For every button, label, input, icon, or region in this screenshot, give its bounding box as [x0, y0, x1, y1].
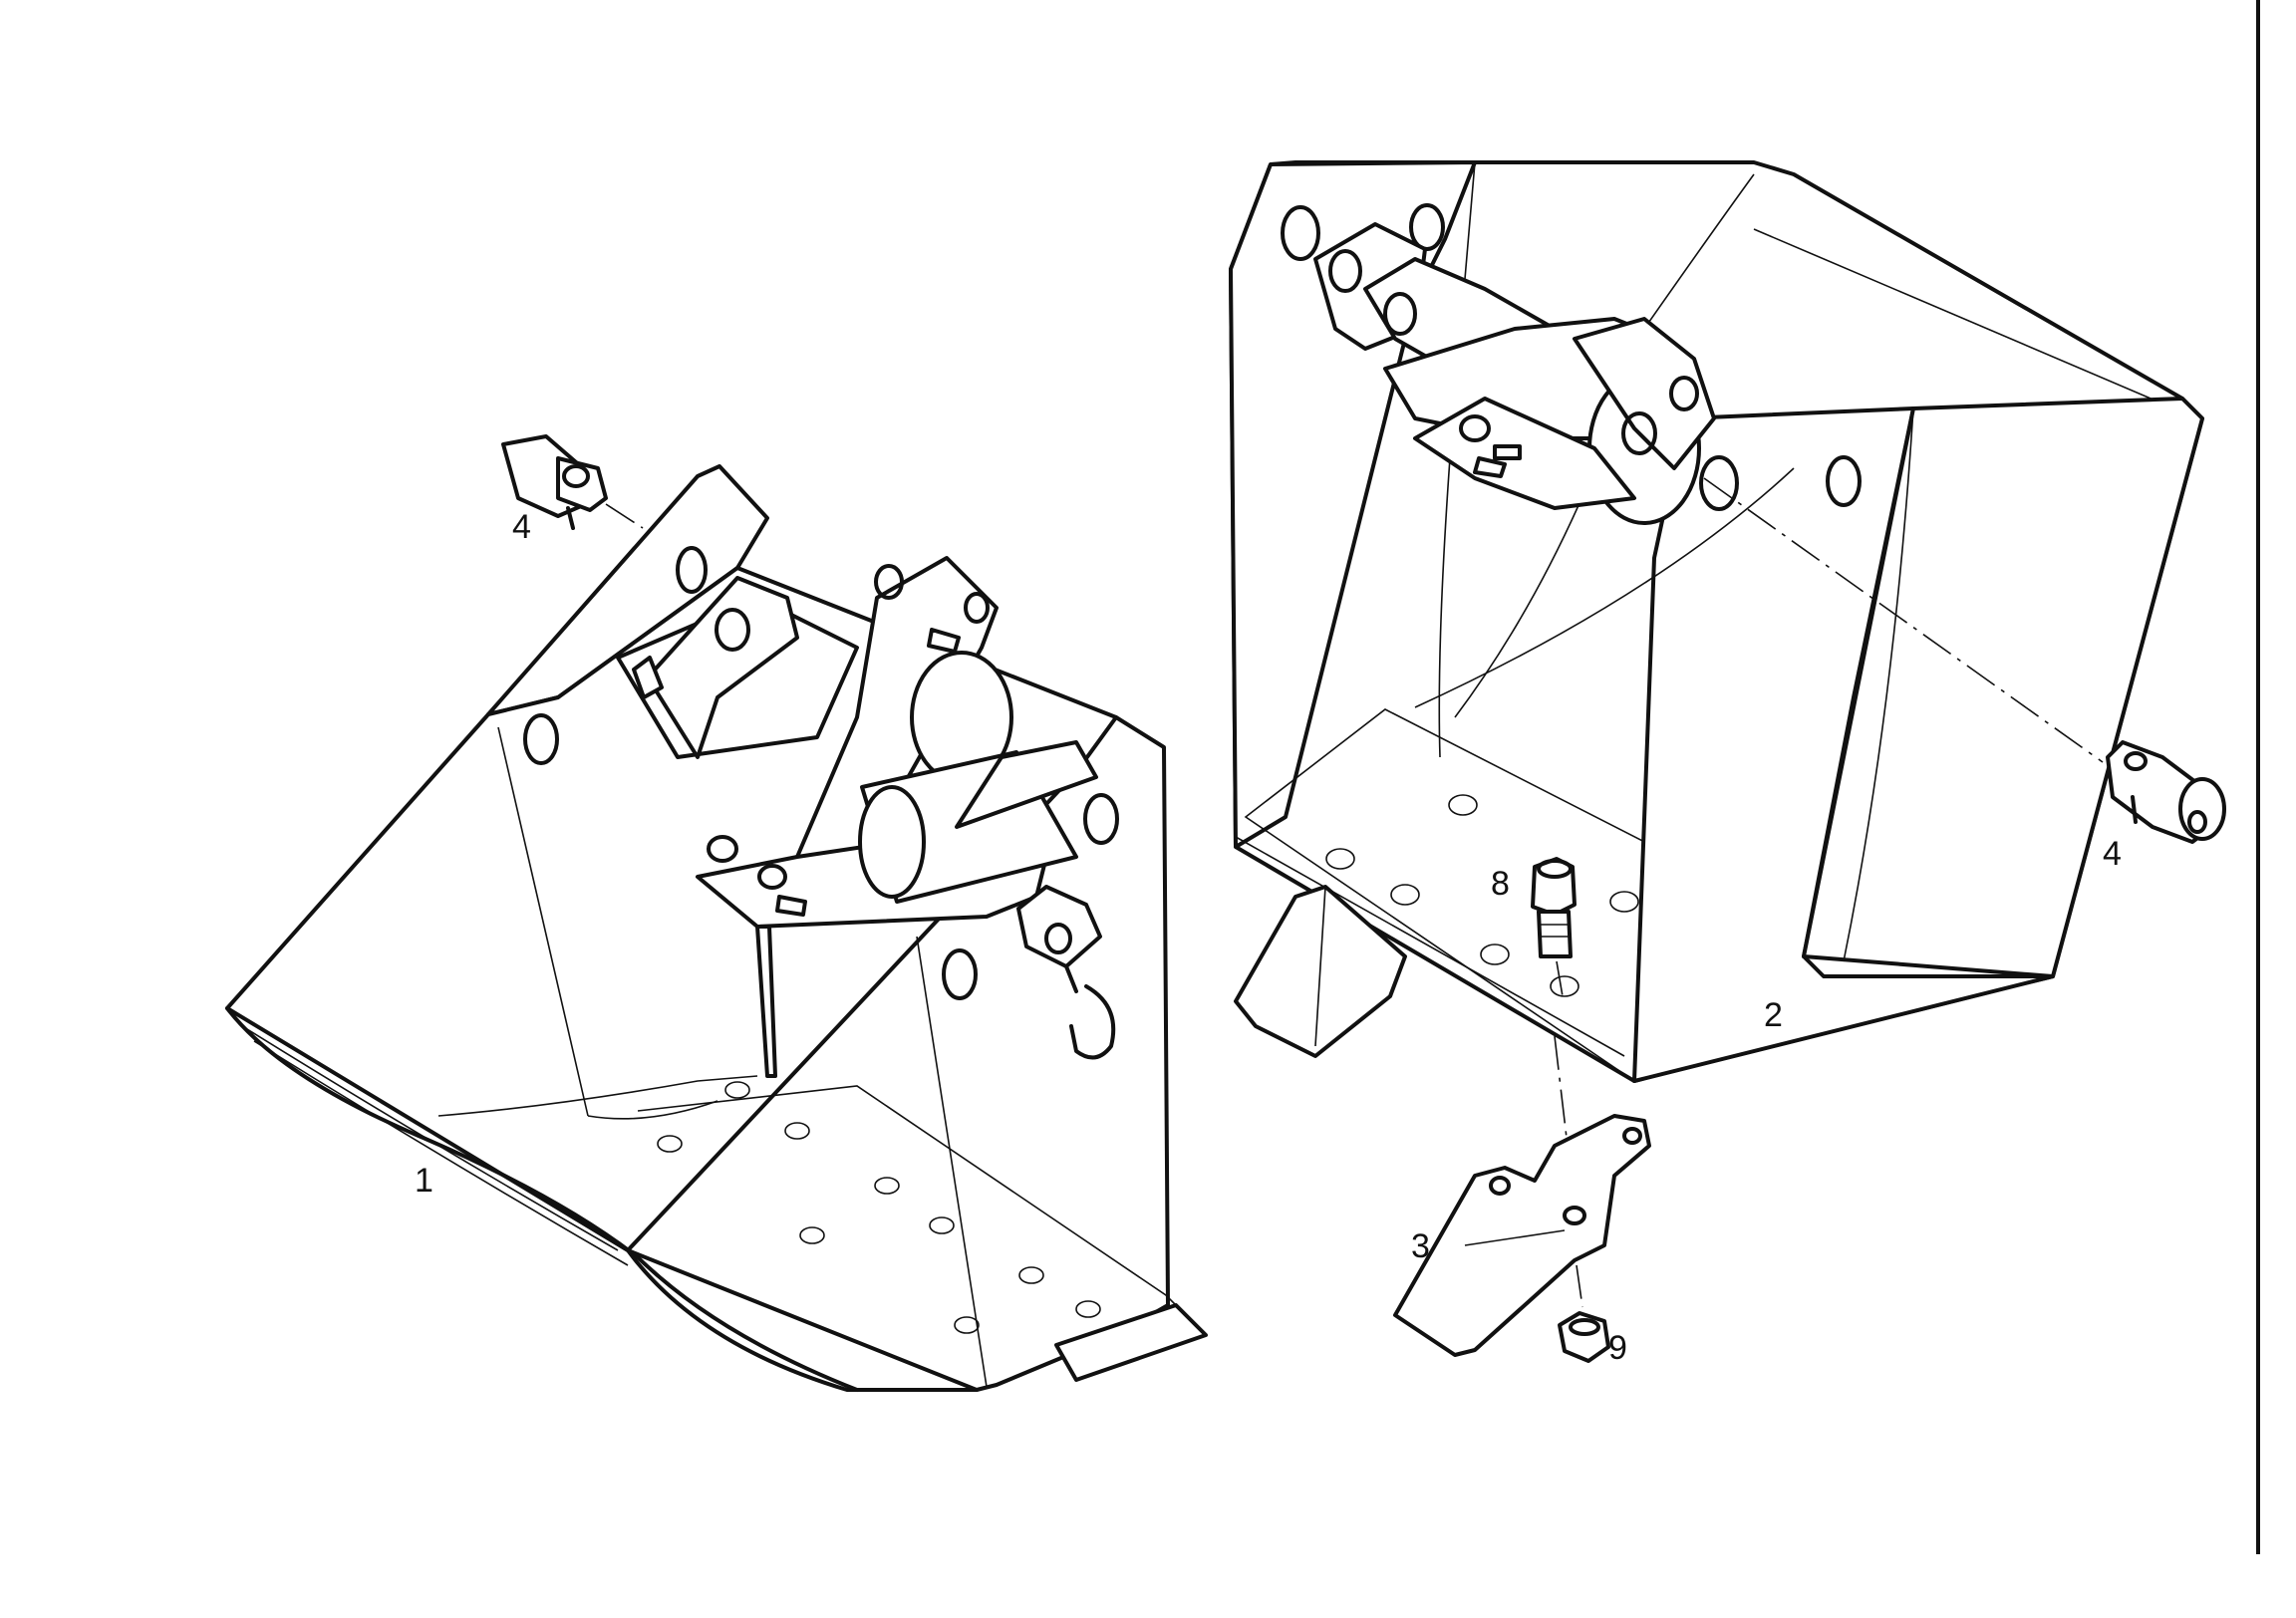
bucket-1-pin-hole — [676, 546, 708, 594]
bucket-1-pivot-lugs — [616, 556, 1098, 929]
bucket-1-lifting-hook — [1016, 885, 1116, 1060]
bucket-2-inner-curve — [1414, 467, 1795, 708]
bucket-1-bolt-heads — [657, 1081, 1101, 1334]
callout-3: 3 — [1411, 1227, 1430, 1265]
bucket-1-cutting-edge — [225, 1006, 859, 1392]
callout-8: 8 — [1491, 865, 1510, 903]
bucket-2-pivot-lugs — [1313, 222, 1716, 525]
pin-4-right — [1703, 477, 2226, 844]
callout-9: 9 — [1608, 1329, 1627, 1367]
callout-2: 2 — [1764, 996, 1783, 1034]
bucket-2-bolt-heads — [1325, 794, 1639, 997]
bucket-2 — [1229, 160, 2204, 1083]
callout-4-left: 4 — [512, 508, 531, 546]
callout-4-right: 4 — [2103, 835, 2122, 873]
callout-1: 1 — [415, 1162, 433, 1200]
bucket-1-inner-curve — [497, 726, 589, 1117]
tooth-3 — [1393, 1035, 1651, 1357]
pin-4-left — [501, 434, 644, 530]
bolt-8 — [1531, 857, 1577, 997]
bucket-1 — [225, 464, 1208, 1392]
nut-9 — [1558, 1264, 1610, 1363]
